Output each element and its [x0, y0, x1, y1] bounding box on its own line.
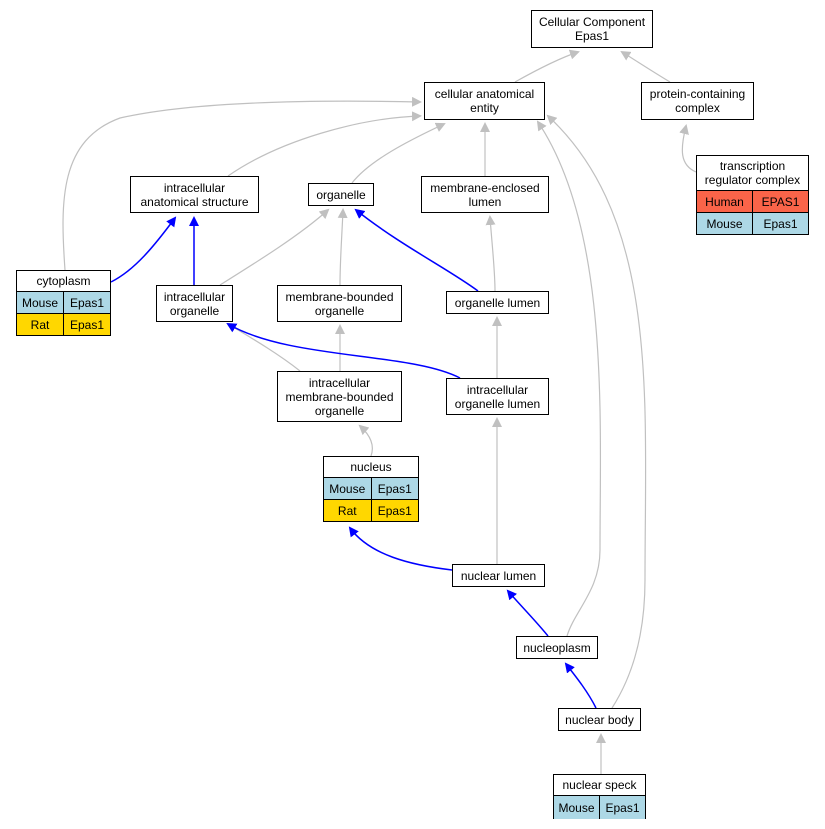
node-label-line: intracellular — [466, 382, 529, 397]
node-label-line: transcription — [719, 159, 786, 173]
edge-is-a-transcription-regulator-complex-to-protein-containing-complex — [679, 124, 697, 173]
node-label-line: membrane-enclosed — [430, 180, 540, 195]
edge-is-a-nucleus-to-intracellular-membrane-bounded-organelle — [358, 424, 373, 457]
node-cellular-component[interactable]: Cellular Component Epas1 — [531, 10, 653, 48]
species-cell: Rat — [337, 503, 357, 518]
species-cell: Mouse — [558, 800, 595, 815]
annotation-row: Rat Epas1 — [17, 313, 110, 335]
edge-part-of-nuclear-body-to-nucleoplasm — [564, 662, 597, 709]
edge-part-of-cytoplasm-to-intracellular-anatomical-structure — [110, 216, 177, 283]
annotation-row: Mouse Epas1 — [554, 796, 645, 819]
node-intracellular-organelle[interactable]: intracellular organelle — [156, 285, 233, 322]
node-header: nuclear speck — [554, 775, 645, 796]
node-label-line: organelle — [169, 303, 220, 318]
node-nucleoplasm[interactable]: nucleoplasm — [516, 636, 598, 659]
annotation-row: Mouse Epas1 — [324, 478, 418, 499]
annotation-row: Mouse Epas1 — [697, 212, 808, 234]
edge-is-a-nucleoplasm-to-cellular-anatomical-entity — [536, 120, 602, 637]
node-cytoplasm[interactable]: cytoplasm Mouse Epas1 Rat Epas1 — [16, 270, 111, 336]
gene-cell: Epas1 — [370, 500, 419, 521]
annotation-row: Human EPAS1 — [697, 191, 808, 212]
node-label-line: membrane-bounded — [285, 389, 394, 404]
node-cellular-anatomical-entity[interactable]: cellular anatomical entity — [424, 82, 545, 120]
node-label-line: organelle — [316, 187, 366, 202]
node-label-line: intracellular — [308, 375, 371, 390]
node-organelle-lumen[interactable]: organelle lumen — [446, 291, 549, 314]
node-intracellular-organelle-lumen[interactable]: intracellular organelle lumen — [446, 378, 549, 415]
node-label-line: nuclear lumen — [460, 568, 537, 583]
node-label-line: regulator complex — [704, 173, 801, 187]
node-label-line: organelle — [314, 303, 365, 318]
edge-part-of-organelle-lumen-to-organelle — [354, 208, 479, 292]
edge-is-a-intracellular-anatomical-structure-to-cellular-anatomical-entity — [227, 111, 422, 177]
node-label-line: lumen — [468, 194, 502, 209]
edge-part-of-nucleoplasm-to-nuclear-lumen — [506, 589, 549, 637]
gene-cell: Epas1 — [370, 478, 419, 499]
edge-part-of-intracellular-organelle-lumen-to-intracellular-organelle — [226, 322, 461, 379]
node-header: transcription regulator complex — [697, 156, 808, 191]
gene-cell: Epas1 — [63, 292, 110, 313]
edge-is-a-organelle-lumen-to-membrane-enclosed-lumen — [485, 215, 496, 292]
node-header: nucleus — [324, 457, 418, 478]
edge-is-a-protein-containing-complex-to-cellular-component — [620, 50, 671, 83]
gene-cell: Epas1 — [63, 314, 110, 335]
node-label-line: organelle lumen — [454, 295, 541, 310]
gene-cell: Epas1 — [599, 796, 645, 819]
node-transcription-regulator-complex[interactable]: transcription regulator complex Human EP… — [696, 155, 809, 235]
node-label-line: entity — [470, 101, 499, 115]
node-label-line: organelle lumen — [454, 396, 541, 411]
species-cell: Rat — [30, 317, 50, 332]
edge-is-a-cellular-anatomical-entity-to-cellular-component — [514, 49, 580, 83]
node-label-line: intracellular — [163, 180, 226, 195]
node-header: cytoplasm — [17, 271, 110, 292]
edge-is-a-cytoplasm-to-cellular-anatomical-entity — [62, 96, 422, 271]
species-cell: Mouse — [706, 216, 743, 231]
node-label-line: cytoplasm — [36, 274, 91, 288]
node-label-line: intracellular — [163, 289, 226, 304]
annotation-row: Rat Epas1 — [324, 499, 418, 521]
edge-is-a-nuclear-body-to-cellular-anatomical-entity — [546, 114, 647, 709]
node-nuclear-lumen[interactable]: nuclear lumen — [452, 564, 545, 587]
node-label-line: nuclear speck — [562, 778, 637, 792]
edge-is-a-intracellular-membrane-bounded-organelle-to-intracellular-organelle — [226, 322, 301, 372]
node-label-line: nuclear body — [565, 712, 634, 727]
node-nuclear-speck[interactable]: nuclear speck Mouse Epas1 — [553, 774, 646, 819]
edge-is-a-intracellular-organelle-to-organelle — [219, 208, 330, 286]
node-label-line: protein-containing — [649, 87, 746, 101]
edge-is-a-organelle-to-cellular-anatomical-entity — [351, 122, 446, 184]
node-organelle[interactable]: organelle — [308, 183, 374, 206]
node-label-line: organelle — [314, 403, 365, 418]
node-nucleus[interactable]: nucleus Mouse Epas1 Rat Epas1 — [323, 456, 419, 522]
node-intracellular-anatomical-structure[interactable]: intracellular anatomical structure — [130, 176, 259, 213]
species-cell: Mouse — [329, 481, 366, 496]
node-label-line: nucleus — [350, 460, 392, 474]
node-label-line: Cellular Component — [538, 15, 646, 29]
node-membrane-enclosed-lumen[interactable]: membrane-enclosed lumen — [421, 176, 549, 213]
node-label-line: Epas1 — [574, 29, 610, 43]
node-label-line: membrane-bounded — [285, 289, 394, 304]
annotation-row: Mouse Epas1 — [17, 292, 110, 313]
gene-cell: EPAS1 — [752, 191, 808, 212]
node-label-line: complex — [675, 101, 720, 115]
node-label-line: anatomical structure — [140, 194, 249, 209]
edge-part-of-nuclear-lumen-to-nucleus — [348, 526, 453, 571]
gene-cell: Epas1 — [752, 213, 808, 234]
edge-is-a-membrane-bounded-organelle-to-organelle — [337, 208, 348, 286]
species-cell: Mouse — [21, 295, 59, 310]
node-label-line: cellular anatomical — [434, 87, 535, 101]
node-membrane-bounded-organelle[interactable]: membrane-bounded organelle — [277, 285, 402, 322]
species-cell: Human — [705, 194, 744, 209]
node-label-line: nucleoplasm — [523, 640, 591, 655]
node-protein-containing-complex[interactable]: protein-containing complex — [641, 82, 754, 120]
node-nuclear-body[interactable]: nuclear body — [558, 708, 641, 731]
node-intracellular-membrane-bounded-organelle[interactable]: intracellular membrane-bounded organelle — [277, 371, 402, 422]
